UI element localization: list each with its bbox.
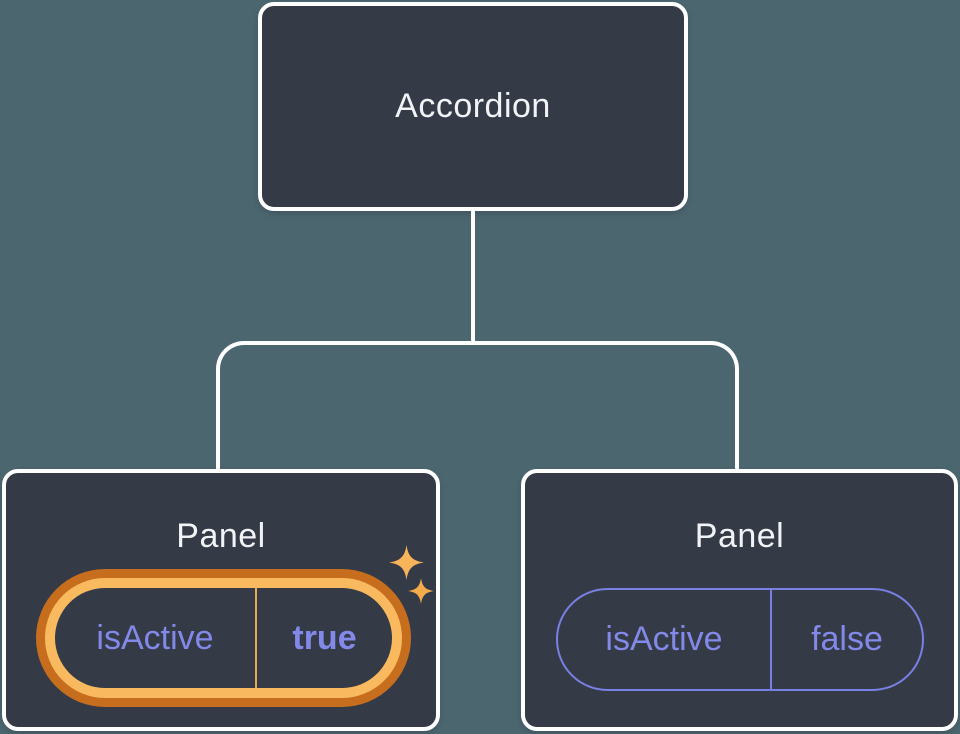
- sparkle-icon: [389, 545, 424, 580]
- state-value-label: false: [811, 620, 883, 658]
- accordion-node: Accordion: [258, 2, 688, 211]
- state-value-label: true: [292, 618, 357, 657]
- sparkle-icon: [408, 578, 434, 604]
- pill-divider: [255, 588, 257, 688]
- parent-child-connector: [216, 341, 739, 471]
- panel-node-label: Panel: [694, 517, 785, 555]
- state-key-label: isActive: [96, 618, 214, 657]
- root-connector-stem: [471, 209, 475, 343]
- state-pill-inactive: isActive false: [556, 588, 924, 691]
- accordion-node-label: Accordion: [395, 87, 551, 125]
- state-pill-active: isActive true: [55, 588, 392, 688]
- pill-divider: [770, 590, 772, 689]
- state-key-label: isActive: [605, 620, 723, 658]
- panel-node-label: Panel: [176, 517, 266, 555]
